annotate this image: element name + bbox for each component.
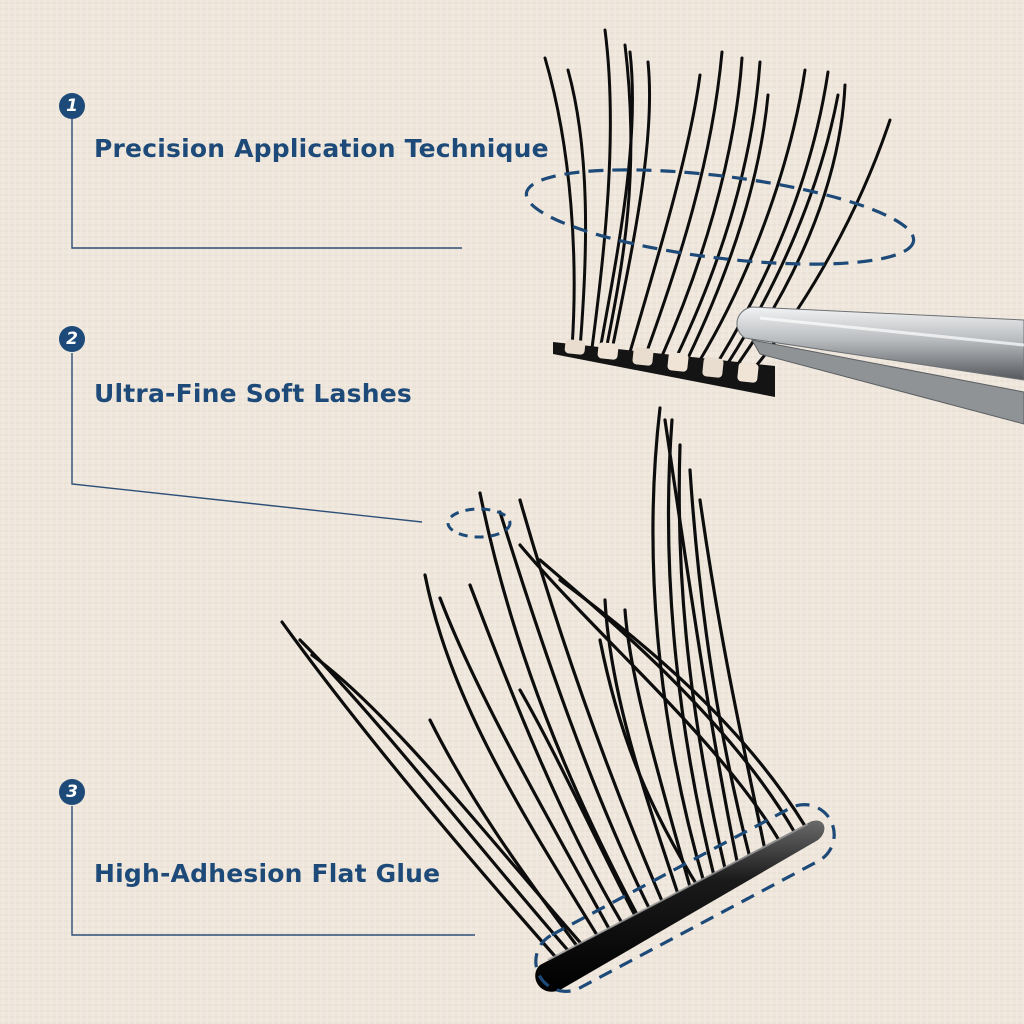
leader-line-2 (71, 353, 423, 523)
flat-glue-band-icon (535, 820, 825, 992)
lash-band-top (553, 339, 775, 397)
leader-line-1 (71, 116, 462, 249)
step-number-3: 3 (66, 782, 78, 802)
step-number-badge-2: 2 (59, 326, 85, 352)
feature-title-soft-lashes: Ultra-Fine Soft Lashes (94, 379, 412, 408)
highlight-ring-lash-tip (446, 507, 512, 539)
feature-title-precision: Precision Application Technique (94, 134, 549, 163)
step-number-badge-1: 1 (59, 93, 85, 119)
highlight-ring-top (524, 168, 916, 266)
step-number-2: 2 (66, 329, 78, 349)
lash-cluster-icon (543, 28, 892, 368)
step-number-1: 1 (66, 96, 78, 116)
leader-line-3 (71, 806, 475, 936)
feature-title-flat-glue: High-Adhesion Flat Glue (94, 859, 441, 888)
tweezers-icon (736, 306, 1024, 425)
step-number-badge-3: 3 (59, 779, 85, 805)
leader-lines (71, 116, 475, 936)
